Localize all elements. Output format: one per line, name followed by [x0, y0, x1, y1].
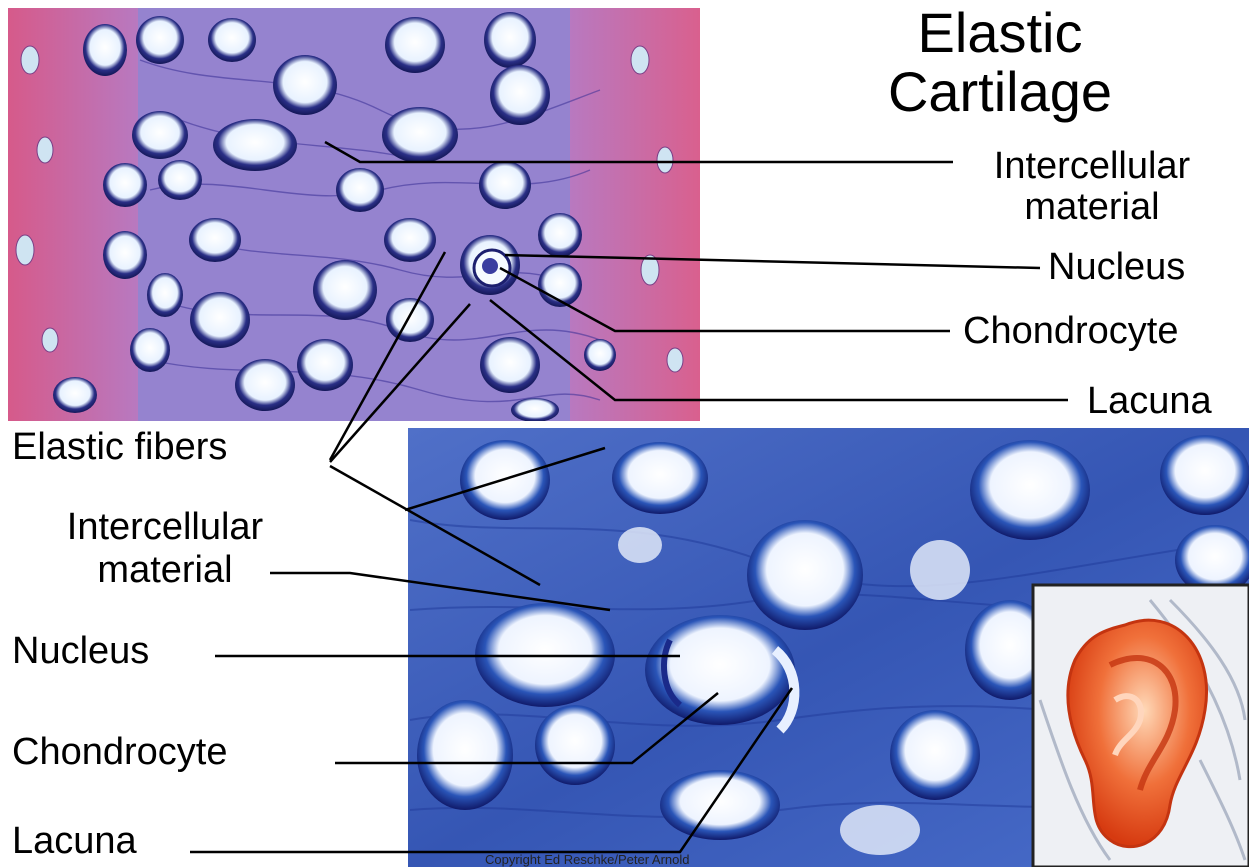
bottom-label-intercellular-material: Intercellular material — [25, 506, 305, 591]
diagram-title: Elastic Cartilage — [820, 4, 1180, 122]
label-elastic-fibers: Elastic fibers — [12, 428, 227, 466]
top-label-chondrocyte: Chondrocyte — [963, 312, 1178, 350]
top-label-lacuna: Lacuna — [1087, 382, 1212, 420]
top-label-nucleus: Nucleus — [1048, 248, 1185, 286]
ear-illustration — [1033, 585, 1249, 867]
top-label-intercellular-material: Intercellular material — [952, 146, 1232, 228]
bottom-label-lacuna: Lacuna — [12, 822, 137, 860]
bottom-label-nucleus: Nucleus — [12, 632, 149, 670]
copyright-text: Copyright Ed Reschke/Peter Arnold — [485, 852, 690, 867]
top-micrograph — [8, 8, 700, 422]
bottom-label-chondrocyte: Chondrocyte — [12, 733, 227, 771]
